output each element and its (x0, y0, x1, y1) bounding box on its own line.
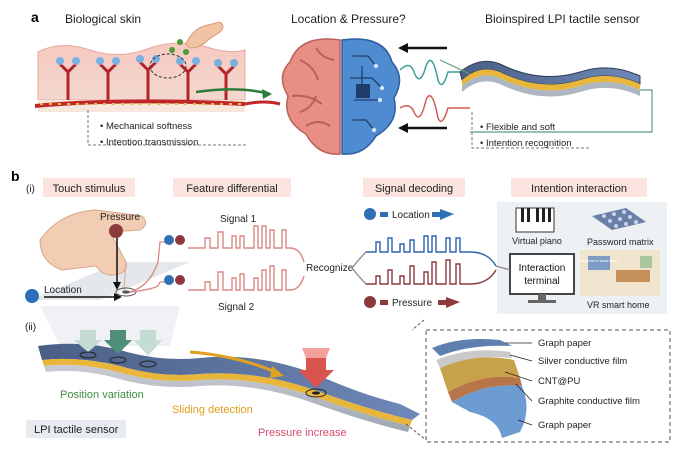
app-password-matrix: Password matrix (587, 237, 654, 247)
decode-pressure-label: Pressure (392, 298, 432, 309)
stage-box-feature (173, 178, 291, 197)
pressure-drop-icon (109, 224, 123, 238)
sensor-name-label: LPI tactile sensor (34, 424, 119, 436)
signal1-waveform (188, 225, 305, 263)
sensor-strip-illustration (439, 59, 653, 133)
layer-cnt-pu: CNT@PU (538, 376, 581, 387)
position-variation-label: Position variation (60, 389, 144, 401)
monitor-icon (509, 253, 575, 303)
stage-box-touch (43, 178, 135, 197)
svg-text:• Mechanical softness: • Mechanical softness (100, 121, 192, 132)
decode-location-icon (364, 208, 376, 220)
skin-notes: • Mechanical softness • Intention transm… (87, 110, 248, 148)
location-drop-icon (25, 289, 39, 303)
subpanel-ii-label: (ii) (25, 322, 36, 333)
recognize-label: Recognize (306, 263, 354, 274)
app-virtual-piano: Virtual piano (512, 236, 562, 246)
stage-box-interaction (511, 178, 647, 197)
layer-stack-illustration (432, 339, 527, 438)
app-vr-smart-home: VR smart home (587, 300, 650, 310)
stage-touch-stimulus: Touch stimulus (53, 183, 126, 195)
sensor-note-flexible: Flexible and soft (486, 122, 556, 133)
signal1-label: Signal 1 (220, 214, 257, 225)
interaction-area: Virtual piano Password matrix Interactio… (497, 202, 667, 314)
password-matrix-icon (592, 208, 646, 230)
stage-signal-decoding: Signal decoding (375, 183, 453, 195)
location-label: Location (44, 285, 82, 296)
brain-illustration (281, 38, 401, 155)
sensor-note-recognition: Intention recognition (486, 138, 572, 149)
subpanel-i-label: (i) (26, 184, 35, 195)
sliding-detection-label: Sliding detection (172, 404, 253, 416)
terminal-line2: terminal (524, 276, 560, 287)
stage-box-decoding (363, 178, 465, 197)
layer-silver-film: Silver conductive film (538, 356, 627, 367)
layer-graphite-film: Graphite conductive film (538, 396, 640, 407)
pressure-increase-label: Pressure increase (258, 427, 347, 439)
svg-text:• Intention transmission: • Intention transmission (100, 137, 198, 148)
smart-home-screen-text: Welcome to smart home (580, 259, 618, 263)
signal2-pressure-icon (175, 275, 185, 285)
skin-note-softness: Mechanical softness (106, 121, 192, 132)
sensor-title: Bioinspired LPI tactile sensor (485, 12, 640, 26)
pressure-arrow-icon (446, 297, 460, 308)
wave-location (399, 59, 470, 86)
decoded-location-waveform (366, 235, 497, 267)
signal1-pressure-icon (175, 235, 185, 245)
svg-text:• Flexible and soft: • Flexible and soft (480, 122, 556, 133)
decode-pressure-icon (364, 296, 376, 308)
signal2-label: Signal 2 (218, 302, 255, 313)
location-arrow-icon (440, 209, 454, 220)
wave-pressure (399, 95, 470, 123)
terminal-line1: Interaction (519, 263, 566, 274)
layer-callout-box (425, 329, 671, 443)
panel-b-label: b (11, 168, 20, 184)
skin-title: Biological skin (65, 12, 141, 26)
position-arrows (74, 330, 162, 356)
sensor-name-box (26, 420, 126, 438)
skin-illustration (34, 39, 281, 112)
svg-text:• Intention recognition: • Intention recognition (480, 138, 572, 149)
decoded-pressure-waveform (366, 259, 497, 285)
skin-note-transmission: Intention transmission (106, 137, 198, 148)
sensor-notes: • Flexible and soft • Intention recognit… (471, 112, 590, 149)
layer-graph-paper-bottom: Graph paper (538, 420, 591, 431)
pressure-label: Pressure (100, 212, 140, 223)
stage-feature-differential: Feature differential (186, 183, 278, 195)
decode-location-label: Location (392, 210, 430, 221)
pressure-increase-arrow (298, 358, 334, 388)
stage-intention-interaction: Intention interaction (531, 183, 627, 195)
smart-home-scene: Welcome to smart home (580, 250, 660, 296)
signal2-waveform (188, 265, 305, 291)
signal2-location-icon (164, 275, 174, 285)
panel-a-label: a (31, 9, 39, 25)
piano-icon (515, 207, 555, 233)
signal1-location-icon (164, 235, 174, 245)
brain-title: Location & Pressure? (291, 12, 406, 26)
layer-graph-paper-top: Graph paper (538, 338, 591, 349)
finger-icon (185, 21, 224, 49)
